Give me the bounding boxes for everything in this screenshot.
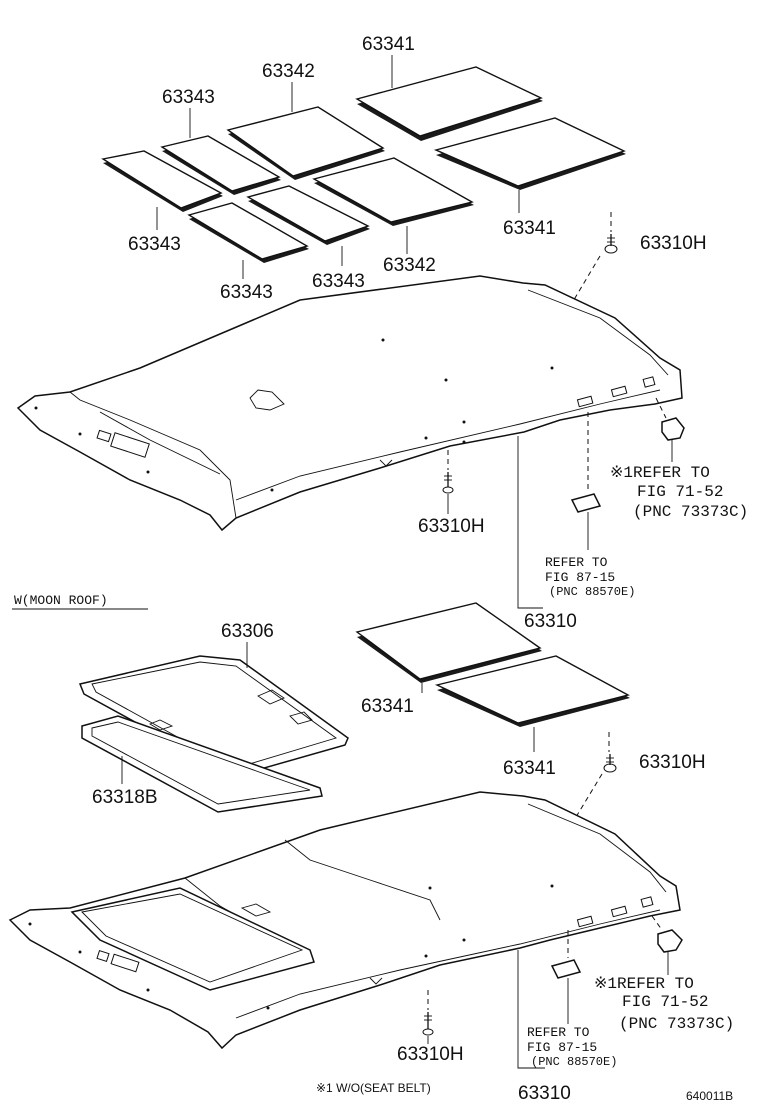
headliner-bottom [8,791,681,1050]
label-63342-top-b: 63342 [383,255,436,276]
pad-63343-lower [187,202,309,263]
ref-fig71-top-2: FIG 71-52 [637,483,723,501]
pad-63341-upper [355,66,543,141]
ref-fig87-top-3: (PNC 88570E) [549,585,635,599]
pad-63341-bottom-upper [355,602,542,683]
reading-lamp-part-bottom [550,930,582,1024]
footnote-seat-belt: ※1 W/O(SEAT BELT) [316,1081,431,1095]
pad-63342-lower [312,157,474,226]
label-63341-bottom-b: 63341 [503,758,556,779]
label-63310H-bottom-a: 63310H [639,752,706,773]
label-63310-top: 63310 [524,611,577,632]
label-63310H-bottom-b: 63310H [397,1044,464,1065]
section-title-moon-roof: W(MOON ROOF) [14,593,108,608]
drawing-number: 640011B [686,1089,733,1103]
pad-63343-upper [160,135,281,195]
label-63310-bottom: 63310 [518,1083,571,1104]
ref-fig71-top-1: ※1REFER TO [610,464,710,482]
pad-63341-bottom-lower [434,655,630,727]
label-63343-top-d: 63343 [312,271,365,292]
assist-grip-clip-bottom [651,915,683,975]
pad-63341-lower [433,117,626,190]
clip-63310H-bottom [603,754,617,773]
label-63341-bottom-a: 63341 [361,696,414,717]
leader-63310-top [517,436,543,609]
ref-fig71-bottom-1: ※1REFER TO [594,975,694,993]
ref-fig71-bottom-3: (PNC 73373C) [619,1015,734,1033]
headliner-top [16,275,683,532]
clip-63310H-top [604,234,618,254]
ref-fig87-bottom-2: FIG 87-15 [527,1040,597,1055]
ref-fig87-top-2: FIG 87-15 [545,570,615,585]
moonroof-panel-63306 [78,655,349,777]
clip-63310H-bottom-lower [422,990,434,1044]
ref-fig87-bottom-3: (PNC 88570E) [531,1055,617,1069]
sunshade-frame-63318B [81,715,323,813]
assist-grip-clip-top [655,397,685,462]
label-63343-top-c: 63343 [220,282,273,303]
bottom-pads-group [355,602,630,727]
pad-63343-middle [246,185,370,245]
reading-lamp-part-top [570,412,602,550]
label-63341-top-a: 63341 [362,34,415,55]
clip-63310H-top-lower [442,450,454,514]
ref-fig71-top-3: (PNC 73373C) [633,503,748,521]
pad-63343-far-left [101,150,223,212]
label-63310H-top-b: 63310H [418,516,485,537]
label-63342-top-a: 63342 [262,61,315,82]
label-63310H-top-a: 63310H [640,233,707,254]
label-63343-top-b: 63343 [128,234,181,255]
ref-fig87-top-1: REFER TO [545,555,608,570]
pad-63342-upper [226,106,385,180]
label-63341-top-b: 63341 [503,218,556,239]
ref-fig71-bottom-2: FIG 71-52 [622,993,708,1011]
label-63343-top-a: 63343 [162,87,215,108]
top-pads-group [101,66,626,263]
leader-63310-bottom [517,950,545,1069]
label-63306: 63306 [221,621,274,642]
ref-fig87-bottom-1: REFER TO [527,1025,590,1040]
label-63318B: 63318B [92,787,158,808]
